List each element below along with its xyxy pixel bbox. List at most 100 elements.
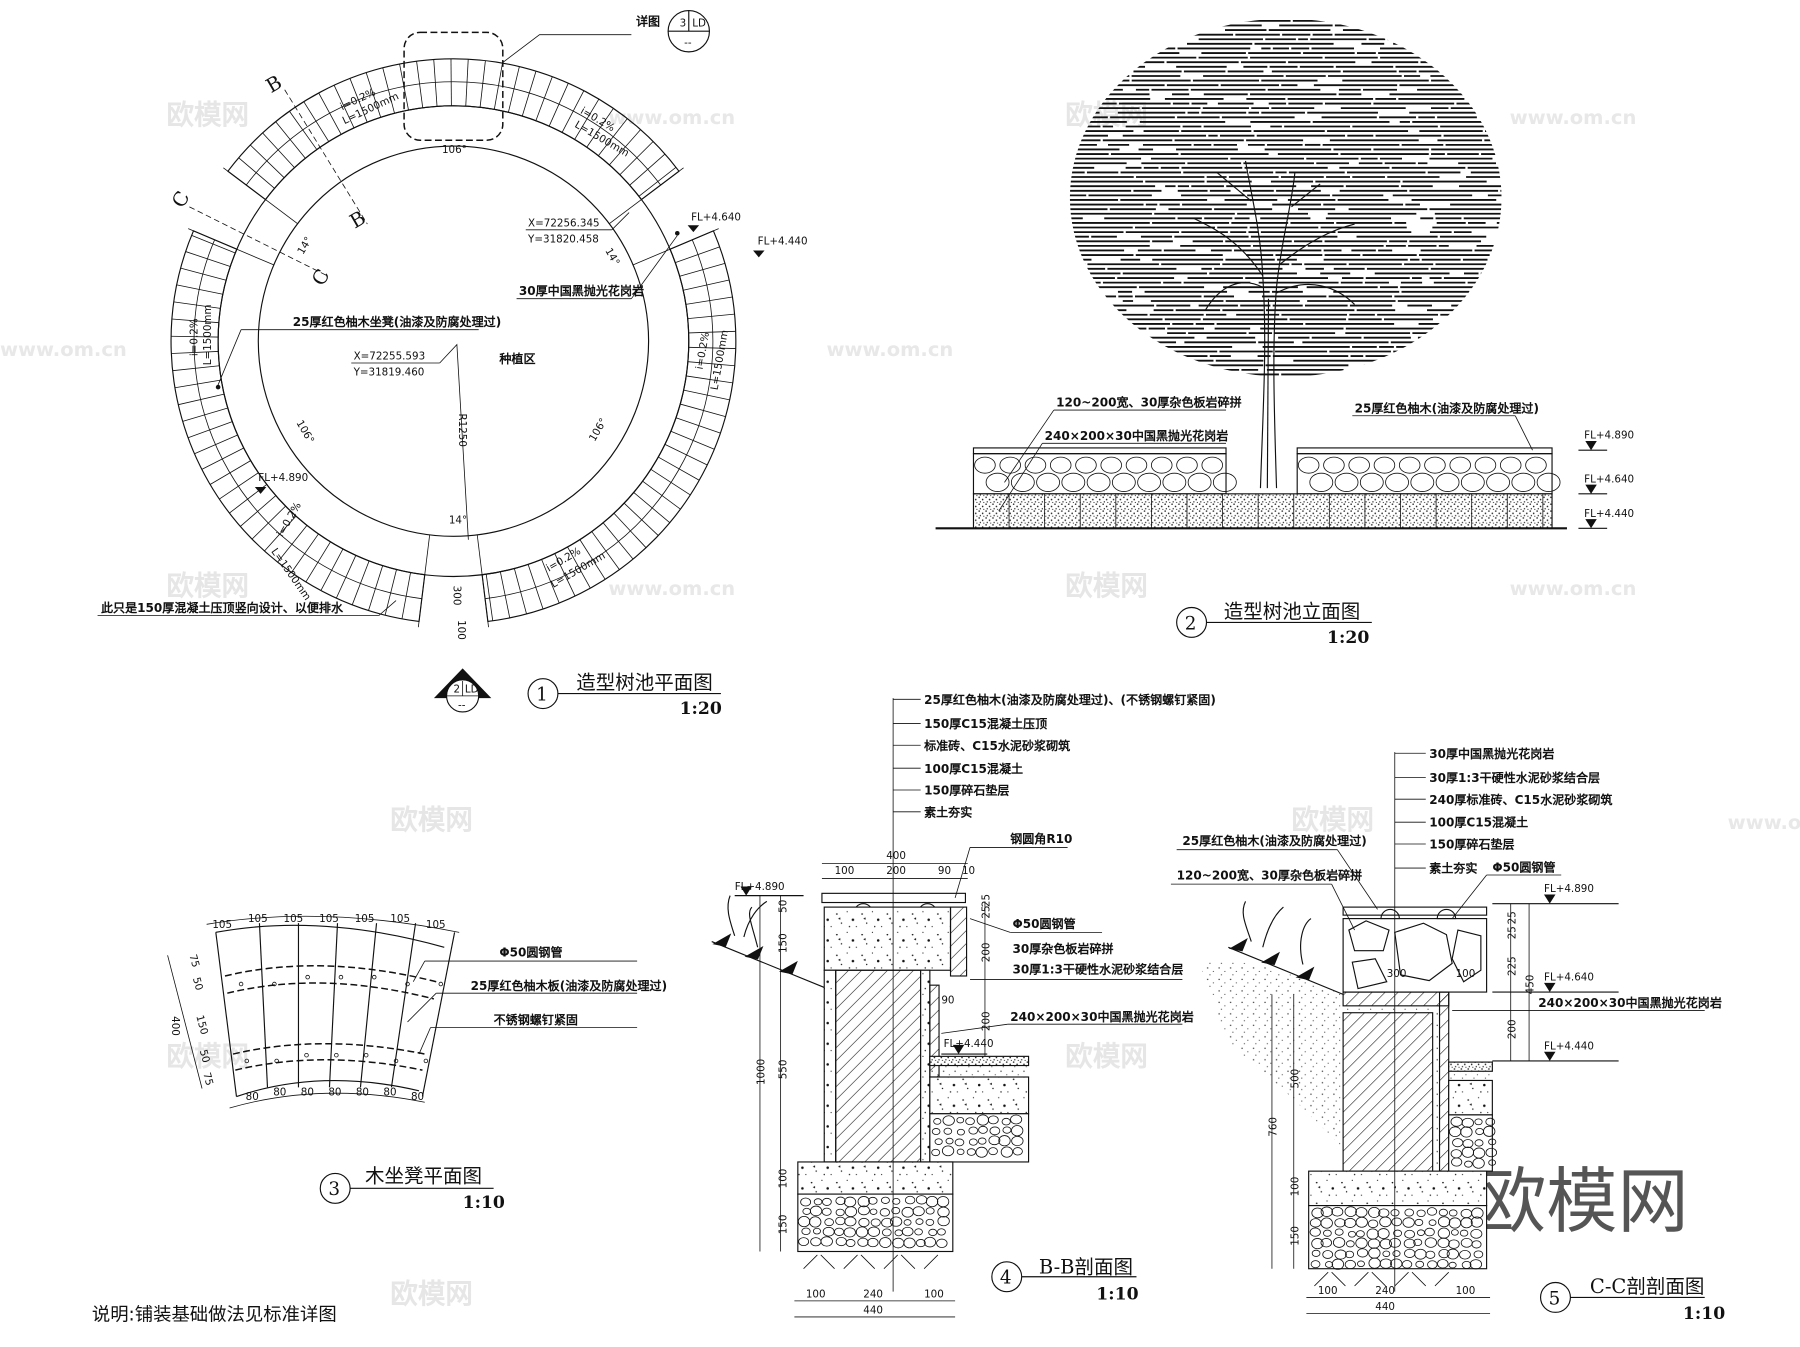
screw bbox=[438, 981, 444, 987]
bench-board-line bbox=[289, 111, 318, 150]
detail-ref-sheet: LD bbox=[692, 18, 706, 30]
bench-board-line bbox=[579, 539, 606, 580]
bench-board-line bbox=[679, 262, 726, 277]
slate-stone bbox=[1435, 472, 1460, 492]
leader-dot bbox=[215, 384, 221, 390]
bench-board-line bbox=[185, 251, 231, 267]
gravel-pebbles bbox=[1309, 1206, 1484, 1270]
title-number: 2 bbox=[1185, 613, 1197, 634]
pebble bbox=[1309, 1227, 1321, 1237]
bench-board-line bbox=[180, 267, 227, 281]
pebble bbox=[968, 1126, 979, 1135]
pebble bbox=[903, 1219, 912, 1226]
bench-board-line bbox=[633, 492, 671, 523]
detail-ref-num: 3 bbox=[680, 18, 687, 30]
bench-board-line bbox=[685, 296, 733, 305]
angle-label: 106° bbox=[442, 144, 467, 156]
pebble bbox=[1344, 1259, 1356, 1270]
pebble bbox=[1413, 1238, 1423, 1246]
granite-label: 240×200×30中国黑抛光花岗岩 bbox=[1045, 428, 1229, 443]
pebble bbox=[987, 1115, 999, 1125]
pebble bbox=[931, 1148, 941, 1157]
gap-line bbox=[609, 167, 684, 225]
dim-label: 440 bbox=[1375, 1301, 1395, 1313]
pebble bbox=[824, 1218, 834, 1227]
bench-board-line bbox=[384, 569, 397, 616]
coord-x: X=72256.345 bbox=[528, 217, 600, 229]
teak-label: 25厚红色柚木(油漆及防腐处理过) bbox=[1355, 400, 1539, 415]
fl-label: FL+4.640 bbox=[1544, 972, 1594, 984]
paving-granite bbox=[1448, 1061, 1493, 1072]
fl-label: FL+4.440 bbox=[944, 1038, 994, 1050]
bench-board-line bbox=[680, 403, 726, 418]
pebble bbox=[835, 1216, 846, 1226]
slate-stone bbox=[1525, 456, 1547, 474]
gravel-pebbles bbox=[1449, 1116, 1498, 1169]
gap-line bbox=[223, 167, 298, 225]
watermark-brand: 欧模网 bbox=[166, 99, 249, 131]
bench-board-line bbox=[688, 330, 736, 334]
pebble bbox=[1488, 1159, 1496, 1166]
pebble bbox=[1471, 1207, 1484, 1219]
dim-label: 150 bbox=[1289, 1226, 1301, 1246]
pebble bbox=[1472, 1157, 1485, 1169]
bench-board-line bbox=[465, 59, 469, 107]
bench-board-line bbox=[305, 541, 331, 583]
fl-marker: FL+4.440 bbox=[753, 236, 808, 258]
pebble bbox=[1324, 1261, 1334, 1268]
bench-boards bbox=[215, 923, 456, 1097]
dim-label: 105 bbox=[248, 913, 268, 925]
teak-seat-left bbox=[972, 447, 1227, 455]
angle-label: 14° bbox=[449, 515, 467, 527]
pebble bbox=[1355, 1216, 1368, 1228]
fl-marker: FL+4.890 bbox=[1492, 883, 1619, 905]
layer-label: 素土夯实 bbox=[924, 804, 972, 819]
bench-board-line bbox=[262, 132, 295, 168]
pebble bbox=[1438, 1208, 1448, 1217]
pebble bbox=[1368, 1207, 1381, 1218]
slate-stone bbox=[1075, 456, 1097, 474]
pebble bbox=[1344, 1250, 1355, 1259]
drawing-title: 木坐凳平面图 bbox=[365, 1165, 482, 1188]
bench-board-joint bbox=[328, 923, 339, 1088]
bench-label: 25厚红色柚木坐凳(油漆及防腐处理过) bbox=[293, 314, 501, 329]
bench-board-line bbox=[688, 346, 736, 349]
pebble bbox=[915, 1218, 924, 1225]
gap-line bbox=[632, 228, 719, 266]
drawing-title: C-C剖剖面图 bbox=[1590, 1275, 1704, 1298]
slate-stone bbox=[1024, 456, 1047, 474]
pebble bbox=[1404, 1229, 1415, 1239]
screw bbox=[305, 974, 310, 980]
pebble bbox=[1332, 1237, 1346, 1248]
dim-label: 450 bbox=[1525, 975, 1537, 995]
pebble bbox=[956, 1128, 965, 1136]
pebble bbox=[1355, 1230, 1365, 1238]
watermark-url: www.om.cn bbox=[608, 577, 735, 600]
fl-marker: FL+4.440 bbox=[941, 1038, 994, 1055]
pebble bbox=[858, 1217, 870, 1228]
bench-board-line bbox=[291, 533, 319, 573]
pebble bbox=[965, 1117, 975, 1126]
dim-label: 105 bbox=[212, 919, 232, 931]
pebble bbox=[1320, 1206, 1333, 1217]
dim-label: 75 bbox=[187, 953, 202, 969]
bench-board-line bbox=[219, 472, 259, 500]
pebble bbox=[912, 1206, 925, 1217]
pebble bbox=[1460, 1126, 1473, 1138]
dim-label: 300 bbox=[450, 586, 462, 606]
pebble bbox=[868, 1196, 878, 1205]
pebble bbox=[1414, 1248, 1427, 1260]
pebble bbox=[1011, 1125, 1024, 1137]
bench-board-line bbox=[479, 60, 486, 108]
pebble bbox=[835, 1196, 846, 1206]
slate-stone bbox=[1125, 456, 1148, 474]
drawing-scale: 1:10 bbox=[1683, 1304, 1725, 1324]
compacted-soil bbox=[803, 1254, 939, 1270]
bench-board-line bbox=[687, 313, 735, 320]
fl-marker: FL+4.440 bbox=[1578, 508, 1634, 529]
index-ref-page: -- bbox=[458, 700, 466, 712]
pebble bbox=[1367, 1219, 1379, 1229]
dim-label: 300 bbox=[1387, 968, 1407, 980]
slate-stone bbox=[1086, 472, 1111, 492]
